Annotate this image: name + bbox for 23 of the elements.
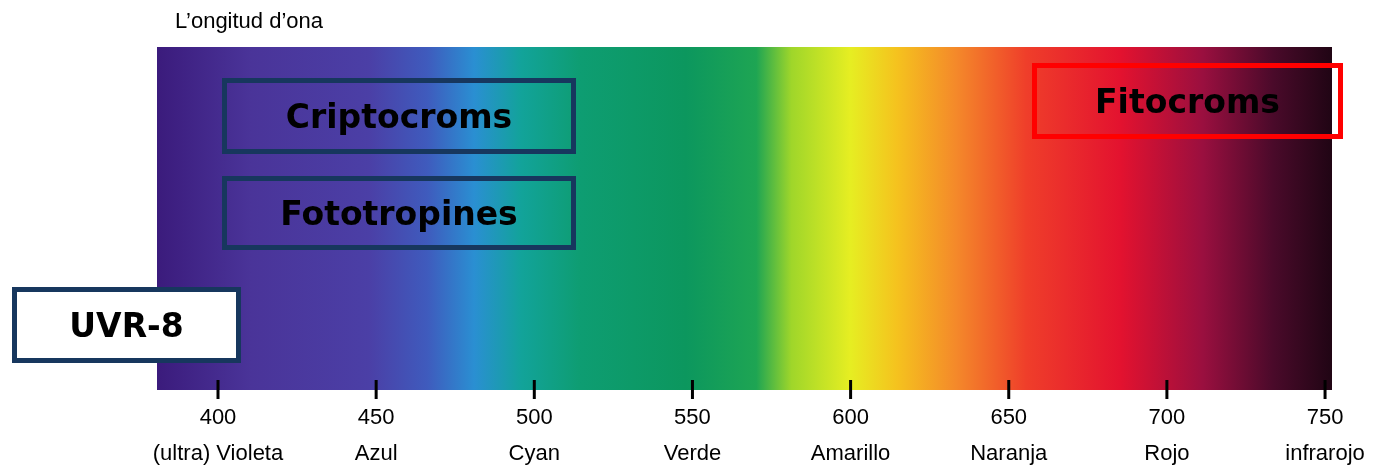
photoreceptor-name: Fototropines (280, 193, 518, 233)
axis-title: L’ongitud d’ona (175, 8, 324, 34)
tick-value: 450 (357, 404, 395, 430)
tick-value: 700 (1148, 404, 1186, 430)
photoreceptor-box (222, 176, 576, 250)
photoreceptor-name: UVR-8 (69, 305, 184, 345)
color-name: Rojo (1144, 440, 1190, 466)
tick-value: 650 (990, 404, 1028, 430)
color-name: Cyan (508, 440, 560, 466)
color-name: Verde (663, 440, 722, 466)
photoreceptor-box (222, 78, 576, 154)
tick-value: 550 (674, 404, 711, 430)
color-name: Azul (354, 440, 398, 466)
photoreceptor-name: Criptocroms (285, 96, 513, 136)
tick-value: 500 (515, 404, 553, 430)
color-name: Naranja (970, 440, 1048, 466)
tick-value: 400 (199, 404, 237, 430)
color-name: (ultra) Violeta (152, 440, 284, 466)
color-name: Amarillo (810, 440, 891, 466)
tick-value: 600 (832, 404, 869, 430)
photoreceptor-box (12, 287, 241, 363)
tick-value: 750 (1306, 404, 1344, 430)
color-name: infrarojo (1285, 440, 1365, 466)
